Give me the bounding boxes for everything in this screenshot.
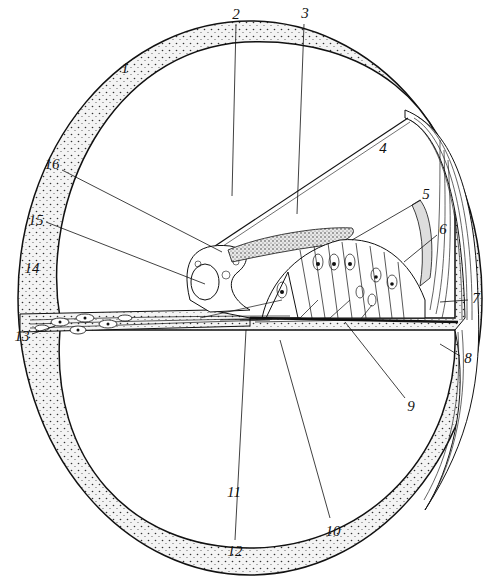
callout-number: 8 bbox=[463, 351, 473, 366]
callout-number: 14 bbox=[24, 261, 41, 276]
callout-number: 4 bbox=[378, 141, 388, 156]
callout-number: 13 bbox=[14, 329, 31, 344]
callout-number: 5 bbox=[421, 187, 431, 202]
callout-number: 15 bbox=[28, 213, 45, 228]
scala-tympani bbox=[59, 330, 455, 548]
callout-number: 9 bbox=[406, 399, 416, 414]
leader-lines bbox=[32, 24, 468, 540]
scala-vestibuli bbox=[57, 42, 455, 318]
callout-number: 10 bbox=[325, 524, 342, 539]
callout-number: 6 bbox=[438, 222, 448, 237]
callout-number: 2 bbox=[231, 7, 241, 22]
callout-number: 11 bbox=[226, 485, 242, 500]
callout-number: 16 bbox=[44, 157, 61, 172]
callout-number: 12 bbox=[227, 544, 244, 559]
callout-number: 1 bbox=[120, 61, 130, 76]
callout-number: 3 bbox=[300, 6, 310, 21]
bony-wall bbox=[18, 21, 482, 575]
callout-number: 7 bbox=[471, 291, 481, 306]
